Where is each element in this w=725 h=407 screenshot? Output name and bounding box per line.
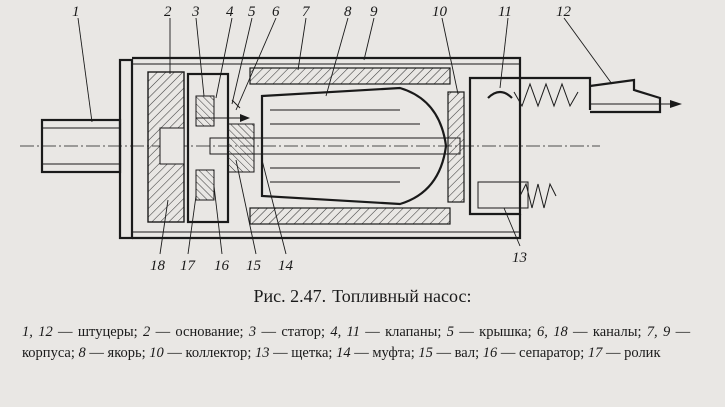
- end-cap: [468, 76, 529, 216]
- legend-item-text: вал: [454, 345, 476, 361]
- legend-item-numbers: 10: [149, 345, 164, 361]
- label-18: 18: [150, 258, 166, 274]
- fuel-pump-drawing: 1 2 3 4 5 6 7 8 9 10 11 12 13 14 15 16 1…: [20, 4, 682, 274]
- stator-magnets: [249, 67, 451, 225]
- brush-spring: [519, 182, 557, 209]
- part-labels: 1 2 3 4 5 6 7 8 9 10 11 12 13 14 15 16 1…: [72, 4, 572, 274]
- label-3: 3: [191, 4, 200, 20]
- commutator: [447, 91, 465, 203]
- legend-item: 1, 12 — штуцеры;: [22, 324, 143, 340]
- legend-item: 14 — муфта;: [336, 345, 419, 361]
- legend-item-numbers: 6, 18: [536, 324, 568, 340]
- label-10: 10: [432, 4, 448, 20]
- outlet-fitting: [589, 78, 682, 114]
- legend-item-text: корпуса: [22, 345, 71, 361]
- legend-item-numbers: 17: [587, 345, 603, 361]
- label-2: 2: [164, 4, 172, 20]
- legend-item-text: клапаны: [385, 324, 438, 340]
- legend-item-text: сепаратор: [519, 345, 581, 361]
- label-1: 1: [72, 4, 80, 20]
- label-5: 5: [248, 4, 256, 20]
- legend-item: 17 — ролик: [587, 345, 661, 361]
- label-15: 15: [246, 258, 262, 274]
- label-9: 9: [370, 4, 378, 20]
- pump-stator-cover: [186, 72, 255, 224]
- legend-item-text: коллектор: [185, 345, 248, 361]
- pump-base: [147, 71, 185, 223]
- legend-item-numbers: 13: [254, 345, 270, 361]
- legend-item-numbers: 5: [446, 324, 454, 340]
- legend-item-numbers: 14: [336, 345, 351, 361]
- label-6: 6: [272, 4, 280, 20]
- label-13: 13: [512, 250, 527, 266]
- legend-item-text: щетка: [291, 345, 329, 361]
- legend-item: 7, 9 — корпуса;: [22, 324, 691, 361]
- label-4: 4: [226, 4, 234, 20]
- label-16: 16: [214, 258, 230, 274]
- legend-item: 15 — вал;: [418, 345, 483, 361]
- legend-item-numbers: 1, 12: [22, 324, 53, 340]
- legend-item: 3 — статор;: [248, 324, 331, 340]
- legend-item-text: каналы: [592, 324, 638, 340]
- legend-item: 13 — щетка;: [254, 345, 337, 361]
- legend-item-numbers: 8: [78, 345, 86, 361]
- legend-item-text: основание: [175, 324, 240, 340]
- figure-caption: Рис. 2.47.Топливный насос:: [0, 286, 725, 307]
- legend-item-numbers: 15: [418, 345, 433, 361]
- legend-item-numbers: 16: [482, 345, 498, 361]
- legend-item: 10 — коллектор;: [149, 345, 255, 361]
- legend-item: 6, 18 — каналы;: [536, 324, 647, 340]
- legend-item: 4, 11 — клапаны;: [330, 324, 447, 340]
- label-12: 12: [556, 4, 572, 20]
- figure-number: Рис. 2.47.: [253, 286, 327, 306]
- legend-item-text: крышка: [479, 324, 528, 340]
- legend-item: 5 — крышка;: [446, 324, 537, 340]
- label-14: 14: [278, 258, 294, 274]
- check-valve: [487, 82, 579, 108]
- figure-legend: 1, 12 — штуцеры; 2 — основание; 3 — стат…: [22, 322, 690, 364]
- legend-item-text: якорь: [107, 345, 142, 361]
- legend-item-text: муфта: [372, 345, 411, 361]
- legend-item-text: штуцеры: [77, 324, 134, 340]
- inlet-fitting: [40, 58, 134, 240]
- legend-item-text: статор: [281, 324, 321, 340]
- figure-title: Топливный насос:: [332, 286, 472, 306]
- label-17: 17: [180, 258, 197, 274]
- legend-item-numbers: 3: [248, 324, 257, 340]
- leader-lines: [77, 17, 613, 255]
- label-8: 8: [344, 4, 352, 20]
- legend-item: 8 — якорь;: [78, 345, 150, 361]
- label-7: 7: [302, 4, 311, 20]
- legend-item-numbers: 4, 11: [330, 324, 360, 340]
- legend-item-numbers: 7, 9: [646, 324, 671, 340]
- legend-item: 2 — основание;: [143, 324, 249, 340]
- label-11: 11: [498, 4, 512, 20]
- legend-item: 16 — сепаратор;: [482, 345, 588, 361]
- flow-arrows: [196, 99, 250, 122]
- legend-item-text: ролик: [624, 345, 661, 361]
- legend-item-numbers: 2: [143, 324, 151, 340]
